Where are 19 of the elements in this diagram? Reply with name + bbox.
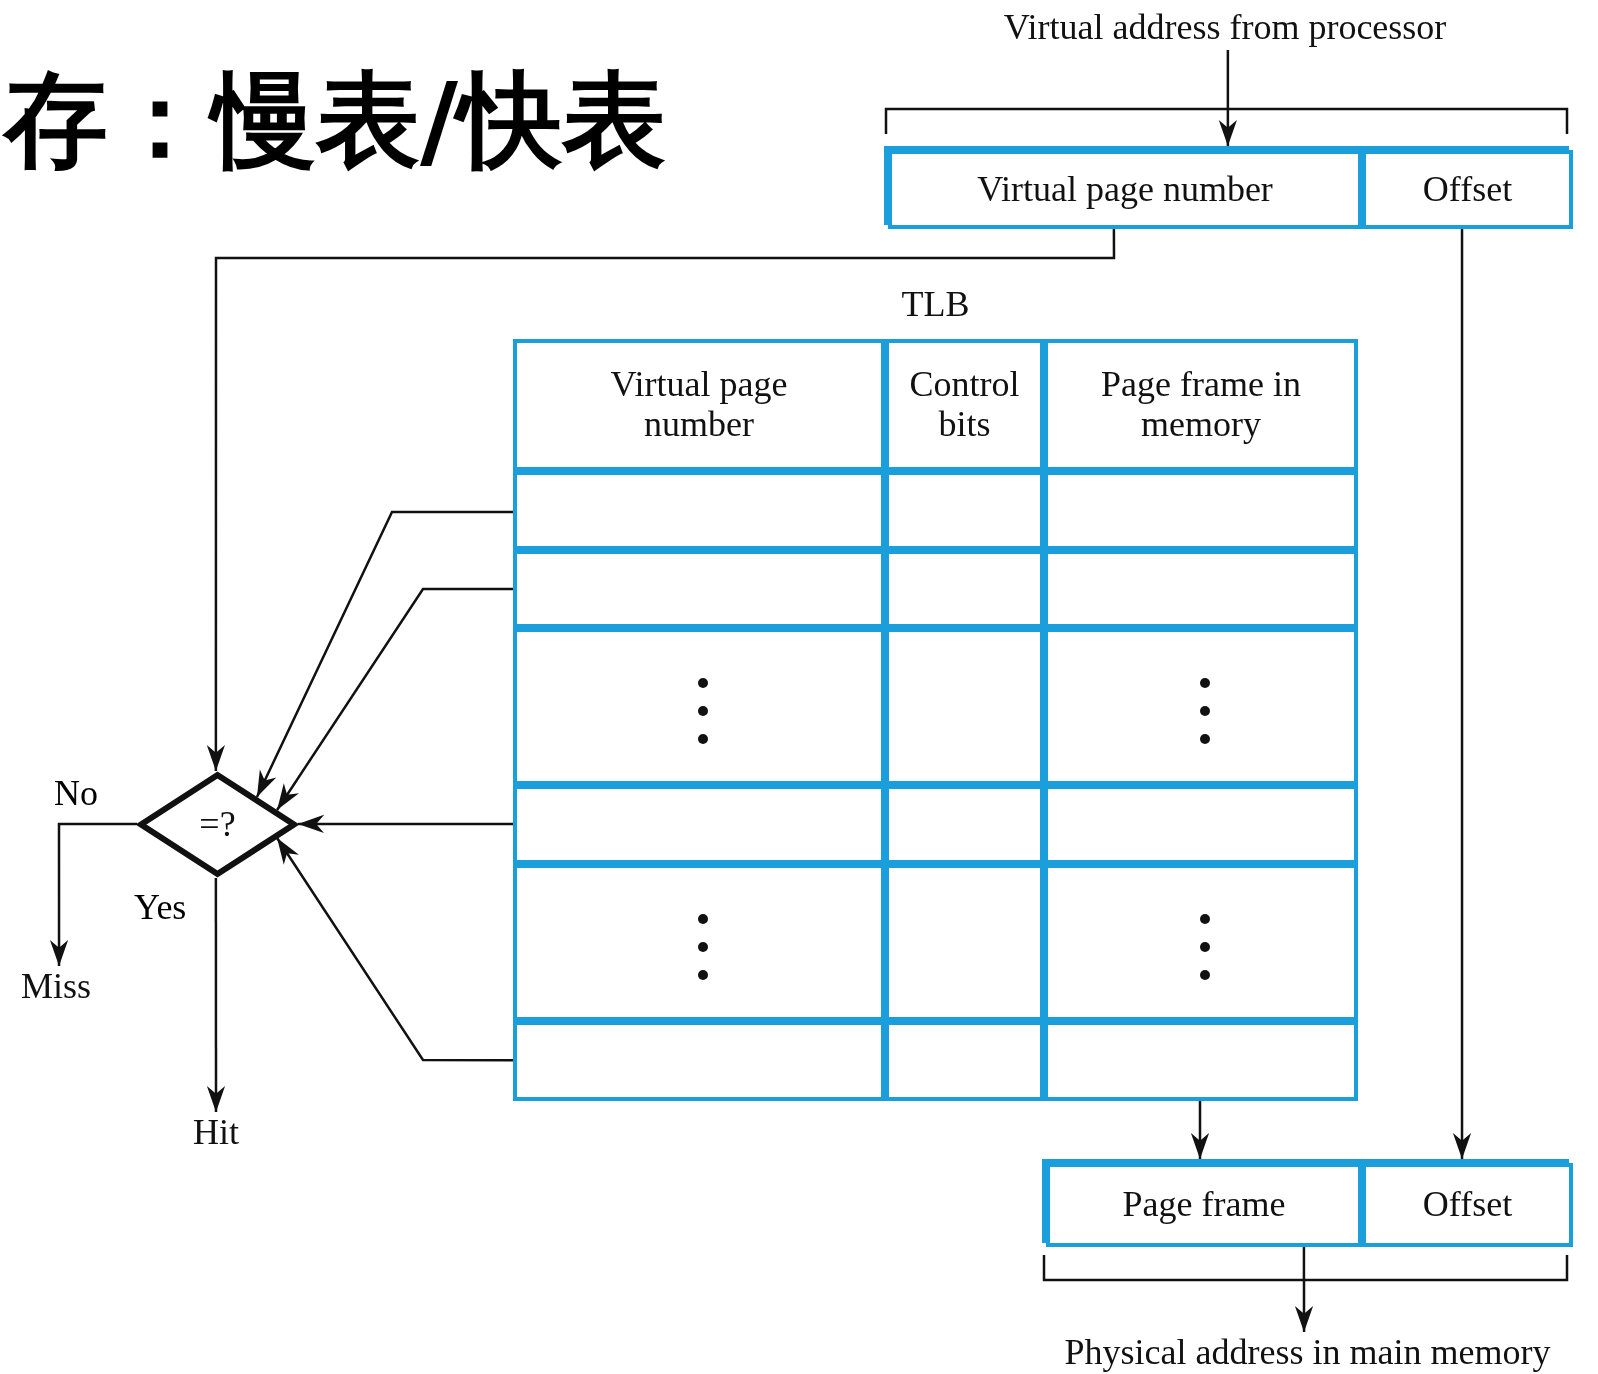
outcome-text: Hit (183, 1112, 249, 1154)
arrow (49, 822, 137, 966)
outcome-text: Miss (10, 966, 102, 1008)
arrow (255, 510, 513, 798)
arrow (1190, 1101, 1210, 1159)
title: 存：慢表/快表 (4, 58, 667, 183)
register-field: Offset (1362, 150, 1573, 229)
register-field: Virtual page number (888, 150, 1362, 229)
comparison-symbol: =? (199, 804, 236, 845)
arrow (276, 837, 513, 1062)
arrow (1218, 50, 1237, 146)
caption-text: Physical address in main memory (1020, 1332, 1595, 1374)
caption-text: Virtual address from processor (940, 6, 1510, 50)
arrow (298, 814, 513, 834)
arrow (206, 878, 226, 1112)
arrow (276, 587, 513, 811)
table-title: TLB (900, 285, 971, 325)
register-field: Offset (1362, 1163, 1573, 1247)
register-field: Page frame (1046, 1163, 1362, 1247)
